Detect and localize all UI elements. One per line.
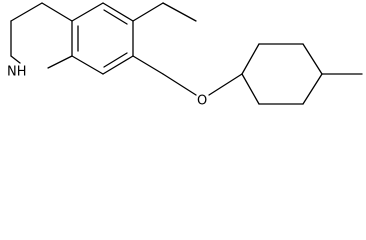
bond-ring-to-ch2 — [132, 55, 164, 75]
bond-cy4-cy5 — [302, 73, 323, 105]
cyclohexane-ring — [241, 43, 323, 105]
ether-linker — [132, 2, 197, 22]
bond-cy1-cy2 — [241, 43, 260, 75]
bond-c4-c4a — [41, 2, 73, 22]
bond-o-to-cyclohexyl — [208, 73, 243, 96]
bond-c6-ch2 — [132, 2, 164, 22]
bond-cy3-cy4 — [302, 43, 323, 75]
chemical-structure-diagram: NH O — [7, 2, 363, 109]
bond-c8-c8a — [71, 55, 104, 75]
bond-c5-c6 — [102, 2, 134, 22]
bond-ch2-to-o — [162, 73, 197, 96]
benzene-ring — [71, 2, 134, 75]
bond-c4a-c5 — [71, 2, 104, 22]
bond-ch2-o — [162, 2, 197, 22]
double-bond-c5-c6 — [103, 9, 128, 25]
double-bond-c7-c8 — [103, 52, 128, 68]
bond-n1-c8a — [47, 55, 73, 69]
tetrahydro-ring — [10, 2, 73, 69]
nitrogen-label: NH — [7, 65, 27, 80]
bond-c2-n1 — [10, 55, 21, 64]
oxygen-label: O — [197, 94, 207, 109]
bond-c7-c8 — [102, 55, 134, 75]
linker-path — [132, 55, 243, 96]
bond-c3-c4 — [10, 2, 43, 22]
bond-cy6-cy1 — [241, 73, 260, 105]
